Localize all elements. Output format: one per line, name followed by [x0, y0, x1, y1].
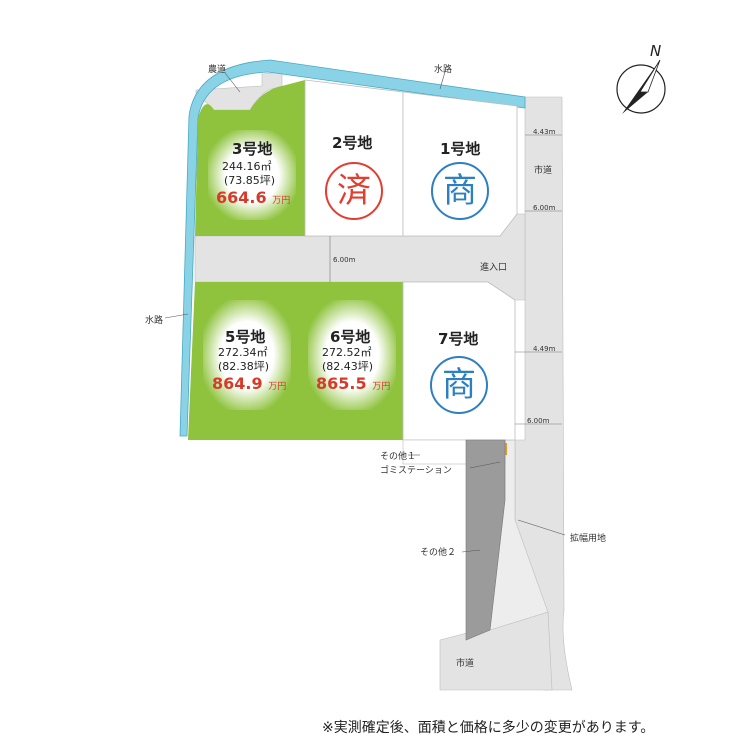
lot6-price: 865.5 万円 — [316, 374, 391, 393]
other2-label: その他２ — [420, 548, 457, 558]
lot5-title: 5号地 — [225, 328, 266, 346]
negotiation-stamp-icon-lot7: 商 — [430, 356, 488, 414]
waterway-top-label: 水路 — [434, 65, 453, 75]
lot6-title: 6号地 — [330, 328, 371, 346]
width-right-3: 6.00m — [527, 417, 550, 425]
city-road-right-label: 市道 — [534, 166, 553, 176]
lot6-area-tsubo: (82.43坪) — [322, 360, 374, 373]
lot6-area-m2: 272.52㎡ — [322, 346, 372, 359]
compass-north-label: N — [650, 42, 662, 60]
width-right-1: 6.00m — [533, 204, 556, 212]
lot5-price: 864.9 万円 — [212, 374, 287, 393]
other1-label: その他１ — [380, 452, 417, 462]
city-road-bottom-label: 市道 — [456, 659, 475, 669]
dimension-lines — [329, 134, 562, 425]
lot1-title: 1号地 — [440, 140, 481, 158]
lot2-title: 2号地 — [332, 134, 373, 152]
lot5-area-tsubo: (82.38坪) — [218, 360, 270, 373]
width-right-2: 4.49m — [533, 345, 556, 353]
lot3-area-m2: 244.16㎡ — [222, 160, 272, 173]
lot5-area-m2: 272.34㎡ — [218, 346, 268, 359]
lot-5-glow — [203, 300, 291, 410]
lot7-title: 7号地 — [438, 330, 479, 348]
farm-road-label: 農道 — [208, 65, 227, 75]
lot3-area-tsubo: (73.85坪) — [224, 174, 276, 187]
waterway-left-label: 水路 — [145, 316, 164, 326]
sold-stamp-icon: 済 — [325, 162, 383, 220]
lot3-price: 664.6 万円 — [216, 188, 291, 207]
widening-land-label: 拡幅用地 — [570, 534, 607, 544]
other2-strip — [465, 439, 506, 641]
compass-icon — [616, 59, 666, 114]
lot-6-glow — [308, 300, 396, 410]
entrance-label: 進入口 — [480, 263, 508, 273]
waterway — [179, 59, 526, 437]
lot3-title: 3号地 — [232, 140, 273, 158]
footnote: ※実測確定後、面積と価格に多少の変更があります。 — [322, 720, 655, 736]
width-mid: 6.00m — [333, 256, 356, 264]
lot-3-glow — [208, 130, 296, 220]
garbage-station-label: ゴミステーション — [380, 466, 452, 476]
leader-lines — [164, 71, 566, 553]
negotiation-stamp-icon-lot1: 商 — [431, 162, 489, 220]
width-top: 4.43m — [533, 128, 556, 136]
